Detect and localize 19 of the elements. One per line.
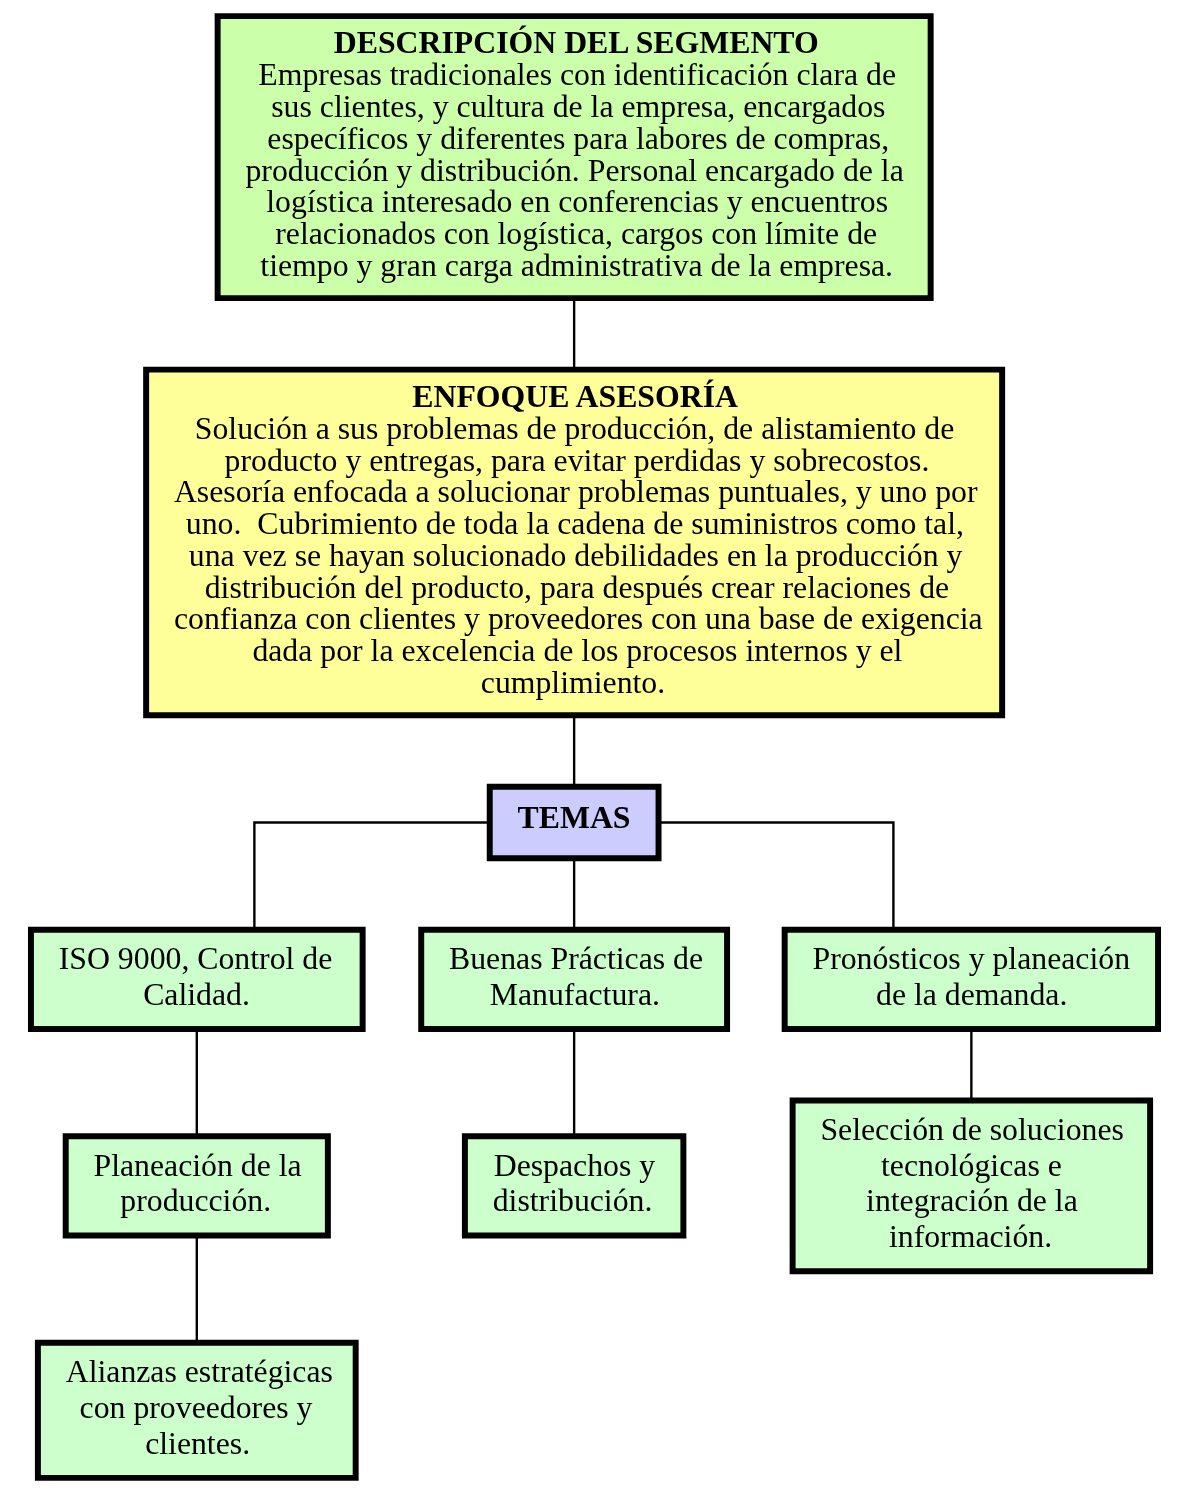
node-box: ISO 9000, Control de Calidad. xyxy=(27,926,366,1032)
connector xyxy=(253,821,490,929)
node-box: Selección de soluciones tecnológicas e integración de la información. xyxy=(789,1097,1154,1275)
connector xyxy=(572,1029,576,1136)
node-box: ENFOQUE ASESORÍA Solución a sus problemas de producción, de alistamiento de producto y entregas, para evitar perdidas y sobrecostos. Asesoría enfocada a solucionar problemas puntuales, y uno por uno. Cubrimiento de toda la cadena de suministros como tal, una vez se hayan solucionado debilidades en la producción y distribución del producto, para después crear relaciones de confianza con clientes y proveedores con una base de exigencia dada por la excelencia de los procesos internos y el cumplimiento. xyxy=(143,366,1006,719)
node-box: Planeación de la producción. xyxy=(62,1133,331,1239)
node-box: Despachos y distribución. xyxy=(461,1133,687,1239)
node-box: Pronósticos y planeación de la demanda. xyxy=(781,926,1162,1032)
connector xyxy=(572,715,576,786)
connector xyxy=(572,298,576,370)
connector xyxy=(658,821,895,929)
connector xyxy=(195,1029,198,1136)
connector xyxy=(195,1235,198,1343)
node-box: DESCRIPCIÓN DEL SEGMENTO Empresas tradicionales con identificación clara de sus clientes, y cultura de la empresa, encargados específicos y diferentes para labores de compras, producción y distribución. Personal encargado de la logística interesado en conferencias y encuentros relacionados con logística, cargos con límite de tiempo y gran carga administrativa de la empresa. xyxy=(214,13,934,302)
connector xyxy=(572,858,576,930)
node-box: Alianzas estratégicas con proveedores y clientes. xyxy=(34,1339,359,1481)
connector xyxy=(970,1029,973,1101)
node-box: Buenas Prácticas de Manufactura. xyxy=(418,926,731,1032)
node-box: TEMAS xyxy=(486,783,662,862)
